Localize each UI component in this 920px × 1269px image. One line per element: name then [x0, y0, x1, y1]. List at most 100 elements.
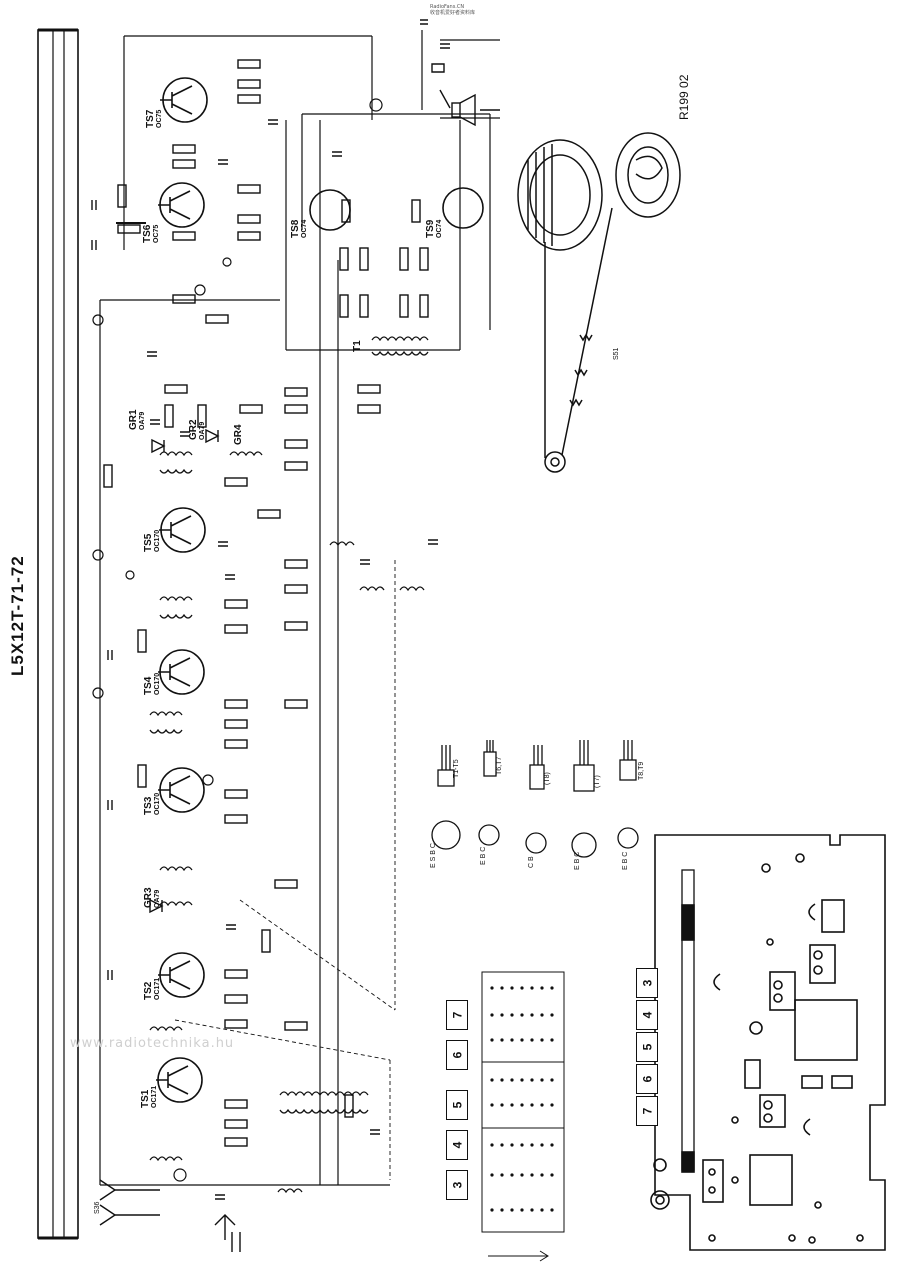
pushbutton-5-label: 5	[450, 1101, 464, 1109]
ts7-ref: TS7	[145, 109, 156, 128]
pin-letters-a: E S B C	[430, 843, 437, 868]
pushbutton-7-label: 7	[450, 1011, 464, 1019]
transistor-symbols	[156, 77, 484, 1103]
pushbutton-7-schematic: 7	[446, 1000, 468, 1030]
ts3-type: OC170	[154, 792, 161, 815]
ts8-type: OC74	[301, 219, 308, 238]
pin-d-2: B	[574, 858, 581, 864]
pin-b-3: C	[480, 846, 487, 852]
pushbutton-contact-matrix	[481, 971, 565, 1262]
package-label-2: T6,T7	[496, 756, 503, 775]
pin-c-1: C	[528, 862, 535, 868]
diode-label-gr4: GR4	[233, 424, 244, 445]
watermark-text: www.radiotechnika.hu	[70, 1036, 235, 1051]
transistor-label-ts4: TS4 OC170	[143, 673, 161, 695]
diodes	[149, 428, 220, 914]
gr2-type: OA79	[199, 421, 206, 440]
capacitors	[91, 19, 450, 1200]
board-button-4-label: 4	[640, 1011, 654, 1019]
ts9-type: OC74	[436, 219, 443, 238]
supply-rails	[99, 30, 500, 1186]
diode-label-gr3: GR3 OA79	[143, 887, 161, 908]
pin-a-1: E	[430, 863, 437, 868]
ts2-type: OC171	[154, 977, 161, 1000]
pin-e-2: B	[622, 858, 629, 864]
gr3-ref: GR3	[143, 887, 154, 908]
gr4-ref: GR4	[233, 424, 244, 445]
pushbutton-3-label: 3	[450, 1181, 464, 1189]
loudspeaker	[431, 63, 500, 127]
gr2-ref: GR2	[188, 419, 199, 440]
pin-d-1: E	[574, 865, 581, 870]
ts3-ref: TS3	[143, 796, 154, 815]
model-title: L5X12T-71-72	[8, 555, 27, 676]
pushbutton-5-board: 5	[636, 1032, 658, 1062]
resistors	[103, 59, 429, 1147]
gr1-type: OA79	[139, 411, 146, 430]
pcb-outline	[650, 834, 886, 1251]
board-button-3-label: 3	[640, 979, 654, 987]
ts7-type: OC75	[156, 109, 163, 128]
pushbutton-6-label: 6	[450, 1051, 464, 1059]
package-label-5: T8,T9	[638, 761, 645, 780]
pin-c-2: B	[528, 856, 535, 861]
connection-chart	[37, 28, 79, 1240]
board-button-7-label: 7	[640, 1107, 654, 1115]
transistor-label-ts6: TS6 OC75	[142, 225, 160, 243]
ts6-ref: TS6	[142, 224, 153, 243]
ts4-type: OC170	[154, 672, 161, 695]
ts4-ref: TS4	[143, 676, 154, 695]
transistor-label-ts5: TS5 OC170	[143, 530, 161, 552]
pushbutton-7-board: 7	[636, 1096, 658, 1126]
transistor-label-ts9: TS9 OC74	[425, 220, 443, 238]
diode-label-gr1: GR1 OA79	[128, 409, 146, 430]
ts5-ref: TS5	[143, 533, 154, 552]
pin-e-3: C	[622, 851, 629, 857]
corner-note-line-2: 收音机爱好者资料库	[430, 10, 476, 16]
transistor-label-ts1: TS1 OC171	[140, 1086, 158, 1108]
corner-note-line-1: RadioFans.CN	[430, 4, 465, 10]
ts9-ref: TS9	[425, 219, 436, 238]
board-button-6-label: 6	[640, 1075, 654, 1083]
board-button-5-label: 5	[640, 1043, 654, 1051]
pin-a-2: S	[430, 856, 437, 862]
pin-letters-c: C B	[528, 856, 535, 868]
pushbutton-4-schematic: 4	[446, 1130, 468, 1160]
pushbutton-6-schematic: 6	[446, 1040, 468, 1070]
corner-note: RadioFans.CN 收音机爱好者资料库	[430, 4, 475, 16]
label-s51: S51	[613, 347, 620, 360]
ts8-ref: TS8	[290, 219, 301, 238]
pushbutton-4-board: 4	[636, 1000, 658, 1030]
pin-d-3: C	[574, 851, 581, 857]
pushbutton-dots	[490, 986, 554, 1212]
pin-letters-e: E B C	[622, 852, 629, 870]
diode-label-gr2: GR2 OA79	[188, 419, 206, 440]
coils	[149, 336, 429, 1194]
package-label-1: T1-T5	[453, 759, 460, 778]
pin-letters-d: E B C	[574, 852, 581, 870]
transistor-label-ts7: TS7 OC75	[145, 110, 163, 128]
pushbutton-3-schematic: 3	[446, 1170, 468, 1200]
package-label-3: (T8)	[544, 772, 551, 785]
pin-b-2: B	[480, 853, 487, 859]
pin-e-1: E	[622, 865, 629, 870]
pin-b-1: E	[480, 860, 487, 865]
test-points	[92, 98, 383, 1182]
pushbutton-6-board: 6	[636, 1064, 658, 1094]
package-label-4: (T7)	[594, 775, 601, 788]
dial-drive	[517, 132, 681, 473]
ts1-type: OC171	[151, 1085, 158, 1108]
label-s36: S36	[94, 1201, 101, 1214]
ts2-ref: TS2	[143, 981, 154, 1000]
pushbutton-3-board: 3	[636, 968, 658, 998]
pin-a-4: C	[430, 843, 437, 849]
gang-links	[174, 560, 396, 1180]
antenna-terminal	[99, 1179, 241, 1252]
output-transformer-label: T1	[352, 340, 363, 352]
drawing-reference: R199 02	[677, 74, 691, 120]
pin-letters-b: E B C	[480, 847, 487, 865]
transistor-label-ts3: TS3 OC170	[143, 793, 161, 815]
ts6-type: OC75	[153, 224, 160, 243]
pin-a-3: B	[430, 850, 437, 855]
